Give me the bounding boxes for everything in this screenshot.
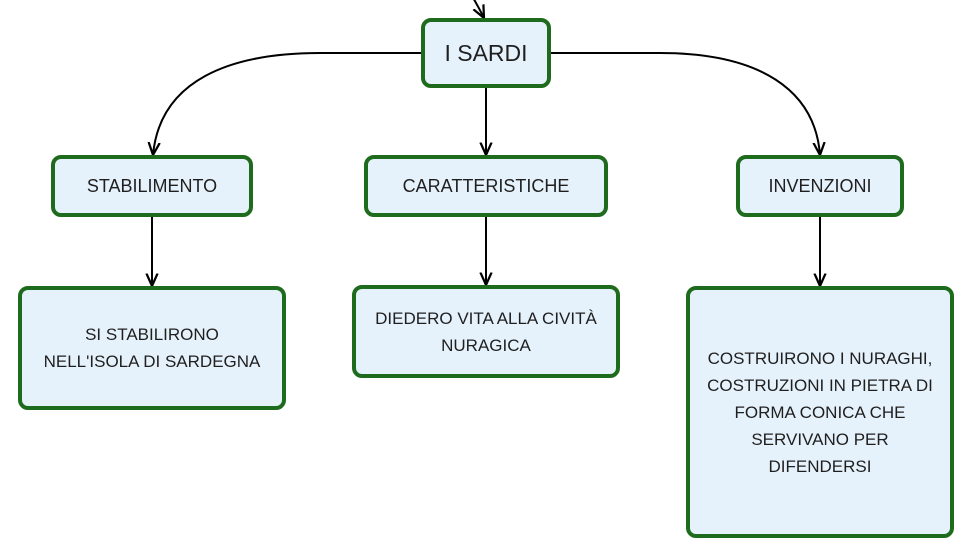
detail-node-text: DIEDERO VITA ALLA CIVITÀ NURAGICA <box>375 308 597 355</box>
detail-node-caratteristiche[interactable]: DIEDERO VITA ALLA CIVITÀ NURAGICA <box>352 285 620 378</box>
detail-node-invenzioni[interactable]: COSTRUIRONO I NURAGHI, COSTRUZIONI IN PI… <box>686 286 954 538</box>
category-node-label: STABILIMENTO <box>86 175 218 196</box>
detail-node-text: SI STABILIRONO NELL'ISOLA DI SARDEGNA <box>43 325 261 371</box>
detail-node-stabilimento[interactable]: SI STABILIRONO NELL'ISOLA DI SARDEGNA <box>18 286 286 410</box>
connector-root-invenzioni <box>551 52 820 155</box>
category-node-invenzioni[interactable]: INVENZIONI <box>736 155 904 217</box>
category-node-caratteristiche[interactable]: CARATTERISTICHE <box>364 155 608 217</box>
category-node-stabilimento[interactable]: STABILIMENTO <box>51 155 253 217</box>
root-node-label: I SARDI <box>444 39 528 66</box>
detail-node-text: COSTRUIRONO I NURAGHI, COSTRUZIONI IN PI… <box>707 348 933 476</box>
incoming-connector <box>472 0 484 18</box>
category-node-label: INVENZIONI <box>768 175 872 196</box>
root-node[interactable]: I SARDI <box>421 18 551 88</box>
category-node-label: CARATTERISTICHE <box>402 175 570 196</box>
connector-root-stabilimento <box>153 52 421 155</box>
